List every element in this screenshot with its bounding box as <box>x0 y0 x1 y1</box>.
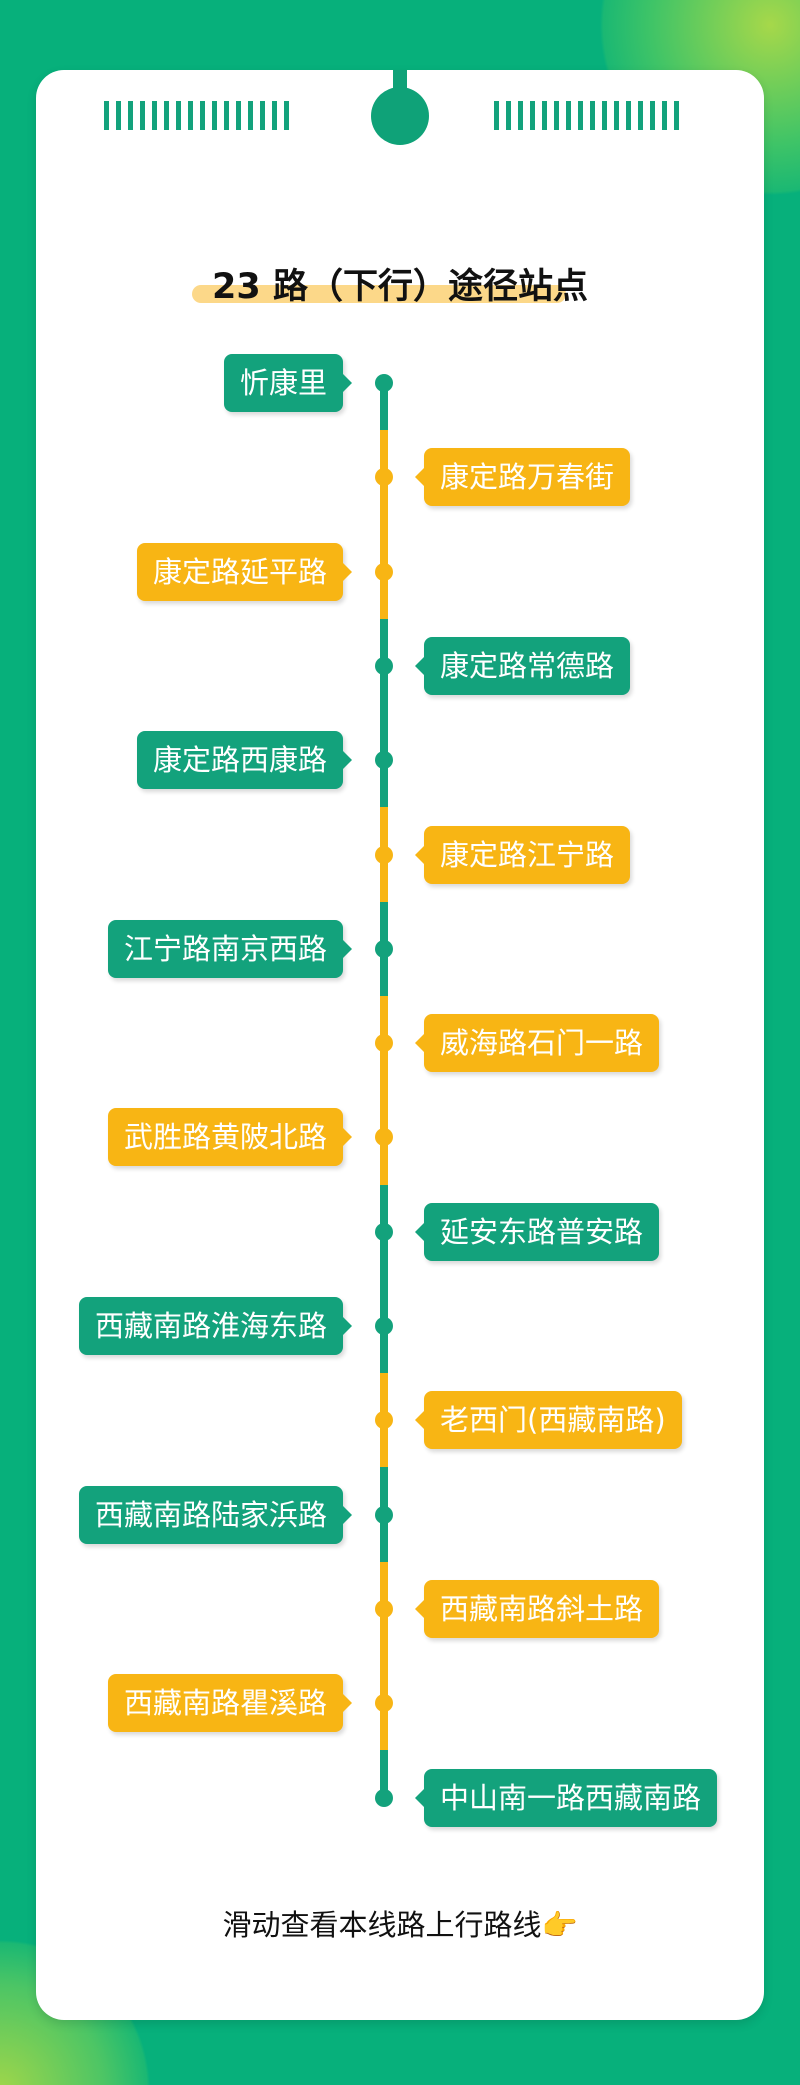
stripe <box>116 101 121 130</box>
footer-hint[interactable]: 滑动查看本线路上行路线👉 <box>0 1902 800 1944</box>
station-label: 武胜路黄陂北路 <box>107 1108 353 1167</box>
station-dot <box>375 1505 393 1524</box>
stripe <box>566 101 571 130</box>
station-dot <box>375 656 393 675</box>
station-dot <box>375 1034 393 1053</box>
station-label: 康定路西康路 <box>136 731 353 790</box>
station-dot <box>375 1317 393 1335</box>
stripe <box>638 101 643 130</box>
station-label: 康定路江宁路 <box>414 825 631 884</box>
stripe <box>614 101 619 130</box>
stripe <box>248 101 253 130</box>
stripe <box>272 101 277 130</box>
station-dot <box>375 1128 393 1147</box>
title-highlight <box>192 285 566 303</box>
stripe <box>626 101 631 130</box>
stripe <box>164 101 169 130</box>
footer-text: 滑动查看本线路上行路线 <box>222 1908 542 1942</box>
station-label: 忻康里 <box>223 354 353 412</box>
station-dot <box>375 1411 393 1430</box>
stripe <box>176 101 181 130</box>
station-label: 康定路万春街 <box>414 448 631 507</box>
stripe <box>554 101 559 130</box>
station-dot <box>375 1222 393 1241</box>
station-label: 延安东路普安路 <box>414 1202 660 1261</box>
decorative-stripes-right <box>494 101 679 130</box>
station-label: 西藏南路淮海东路 <box>78 1297 353 1355</box>
decorative-stripes-left <box>104 101 289 130</box>
station-label: 西藏南路斜土路 <box>414 1579 660 1638</box>
stripe <box>530 101 535 130</box>
station-dot <box>375 751 393 770</box>
stripe <box>578 101 583 130</box>
station-label: 康定路延平路 <box>136 542 353 601</box>
stripe <box>212 101 217 130</box>
stripe <box>590 101 595 130</box>
stripe <box>506 101 511 130</box>
station-dot <box>375 562 393 581</box>
stripe <box>104 101 109 130</box>
stripe <box>494 101 499 130</box>
station-dot <box>375 1694 393 1713</box>
station-label: 西藏南路陆家浜路 <box>78 1485 353 1544</box>
stripe <box>200 101 205 130</box>
station-label: 康定路常德路 <box>414 636 631 695</box>
pointing-hand-icon: 👉 <box>541 1908 578 1942</box>
stripe <box>260 101 265 130</box>
stripe <box>140 101 145 130</box>
station-label: 西藏南路瞿溪路 <box>107 1674 353 1733</box>
station-label: 老西门(西藏南路) <box>415 1391 682 1450</box>
station-label: 威海路石门一路 <box>414 1014 660 1073</box>
station-dot <box>375 1599 393 1618</box>
stripe <box>674 101 679 130</box>
stripe <box>542 101 547 130</box>
stripe <box>224 101 229 130</box>
stripe <box>518 101 523 130</box>
stripe <box>284 101 289 130</box>
stripe <box>152 101 157 130</box>
stripe <box>128 101 133 130</box>
stripe <box>188 101 193 130</box>
stripe <box>650 101 655 130</box>
station-label: 中山南一路西藏南路 <box>414 1768 718 1827</box>
station-dot <box>375 939 393 958</box>
stripe <box>236 101 241 130</box>
station-label: 江宁路南京西路 <box>107 919 353 978</box>
station-dot <box>375 845 393 864</box>
page-title: 23 路（下行）途径站点 <box>212 267 588 307</box>
hanger-hole-icon <box>371 87 429 145</box>
stripe <box>602 101 607 130</box>
station-dot <box>375 1788 393 1807</box>
stripe <box>662 101 667 130</box>
station-dot <box>375 468 393 487</box>
station-dot <box>375 374 393 392</box>
